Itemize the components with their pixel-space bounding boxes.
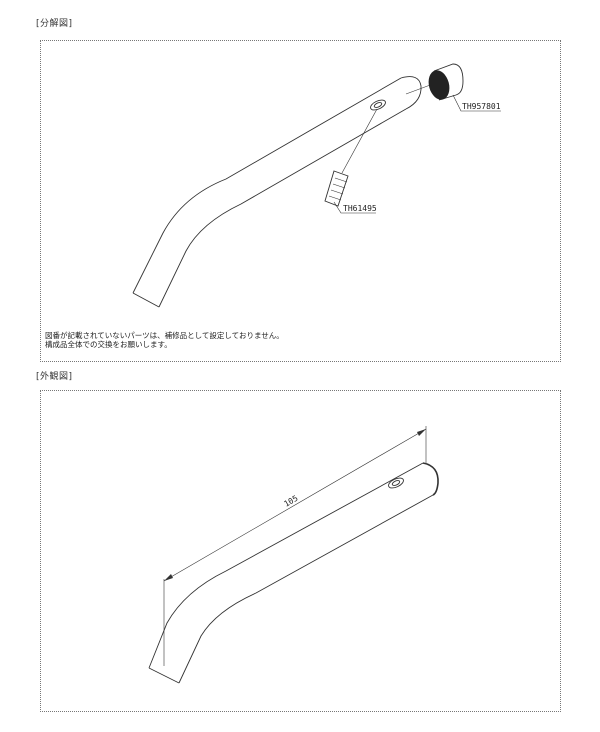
dimension-label: 105 <box>283 494 300 509</box>
exploded-view-frame: TH957801 TH61495 図番が記載されていないパーツは、補修品として設… <box>40 40 561 362</box>
exterior-view-title: [外観図] <box>36 372 73 382</box>
aerator-mesh-icon <box>428 70 450 100</box>
dimension-arrow-end-icon <box>417 429 426 436</box>
exploded-view-title: [分解図] <box>36 19 73 29</box>
note-line-2: 構成品全体での交換をお願いします。 <box>45 340 172 349</box>
part-label-screw: TH61495 <box>343 204 377 213</box>
part-label-cap: TH957801 <box>462 102 501 111</box>
exploded-drawing: TH957801 TH61495 <box>132 63 501 308</box>
exterior-drawing: 105 <box>148 426 439 684</box>
exploded-view-note: 図番が記載されていないパーツは、補修品として設定しておりません。 構成品全体での… <box>45 331 284 349</box>
exterior-view-frame: 105 <box>40 390 561 712</box>
note-line-1: 図番が記載されていないパーツは、補修品として設定しておりません。 <box>45 331 284 340</box>
dimension-arrow-start-icon <box>164 574 173 581</box>
